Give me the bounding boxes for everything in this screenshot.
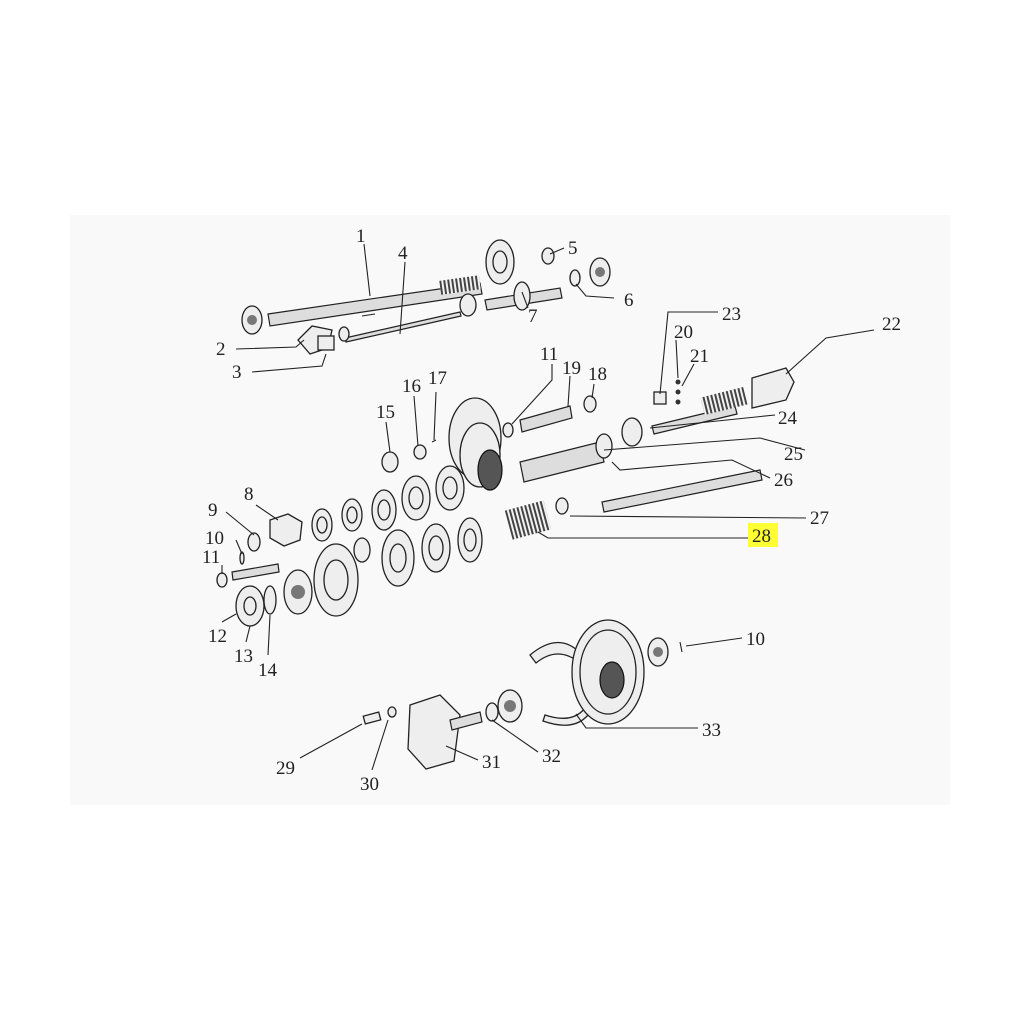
callout-14: 14 xyxy=(258,660,278,681)
washer-30 xyxy=(387,706,397,718)
long-shaft-26 xyxy=(601,469,763,513)
callout-labels: 1 2 3 4 5 6 7 8 9 10 11 12 13 14 15 16 1… xyxy=(202,226,901,795)
callout-15: 15 xyxy=(376,402,395,423)
fork-block xyxy=(317,335,335,351)
main-shaft xyxy=(267,282,483,327)
callout-10-lower: 10 xyxy=(746,629,765,650)
final-drive-assembly xyxy=(362,619,683,770)
shaft-19 xyxy=(519,405,573,433)
right-shaft-assembly xyxy=(502,367,795,540)
callout-33: 33 xyxy=(702,720,721,741)
callout-2: 2 xyxy=(216,339,226,360)
callout-32: 32 xyxy=(542,746,561,767)
leader-lines xyxy=(221,243,875,771)
callout-12: 12 xyxy=(208,626,227,647)
callout-5: 5 xyxy=(568,238,578,259)
callout-7: 7 xyxy=(528,306,538,327)
callout-3: 3 xyxy=(232,362,242,383)
flange-31 xyxy=(407,694,461,770)
selector-rod xyxy=(344,311,462,343)
shift-dog-8 xyxy=(269,513,303,547)
callout-16: 16 xyxy=(402,376,421,397)
callout-6: 6 xyxy=(624,290,634,311)
callout-24: 24 xyxy=(778,408,798,429)
gear-cluster xyxy=(216,397,503,627)
callout-1: 1 xyxy=(356,226,366,247)
callout-18: 18 xyxy=(588,364,607,385)
washer xyxy=(569,269,581,287)
callout-23: 23 xyxy=(722,304,741,325)
callout-22: 22 xyxy=(882,314,901,335)
callout-8: 8 xyxy=(244,484,254,505)
housing-22 xyxy=(751,367,795,409)
callout-11: 11 xyxy=(202,547,220,568)
callout-25: 25 xyxy=(784,444,803,465)
splined-sleeve xyxy=(519,441,605,483)
ring-18 xyxy=(583,395,597,413)
callout-20: 20 xyxy=(674,322,693,343)
washer-16 xyxy=(413,444,427,460)
washer-11b xyxy=(502,422,514,438)
splined-hub-28 xyxy=(504,500,552,540)
spring xyxy=(700,386,748,416)
main-shaft-assembly xyxy=(241,239,611,355)
callout-26: 26 xyxy=(774,470,793,491)
bearing-mid xyxy=(459,293,477,317)
callout-11-upper: 11 xyxy=(540,344,558,365)
callout-9: 9 xyxy=(208,500,218,521)
callout-10: 10 xyxy=(205,528,224,549)
highlight-28 xyxy=(748,523,778,547)
washer-11 xyxy=(216,572,228,588)
callout-19: 19 xyxy=(562,358,581,379)
ring-32 xyxy=(485,702,499,722)
callout-13: 13 xyxy=(234,646,253,667)
callout-29: 29 xyxy=(276,758,295,779)
callout-31: 31 xyxy=(482,752,501,773)
ring-27 xyxy=(555,497,569,515)
callout-21: 21 xyxy=(690,346,709,367)
layshaft xyxy=(231,563,280,581)
cup-24 xyxy=(621,417,643,447)
bolt-29 xyxy=(362,711,382,725)
callout-30: 30 xyxy=(360,774,379,795)
nut xyxy=(541,247,555,265)
ring-14 xyxy=(263,585,277,615)
callout-4: 4 xyxy=(398,243,408,264)
callout-17: 17 xyxy=(428,368,447,389)
callout-28: 28 xyxy=(752,526,771,547)
callout-27: 27 xyxy=(810,508,829,529)
bushing-15 xyxy=(381,451,399,473)
washer-9 xyxy=(247,532,261,552)
pin-10 xyxy=(239,551,245,565)
